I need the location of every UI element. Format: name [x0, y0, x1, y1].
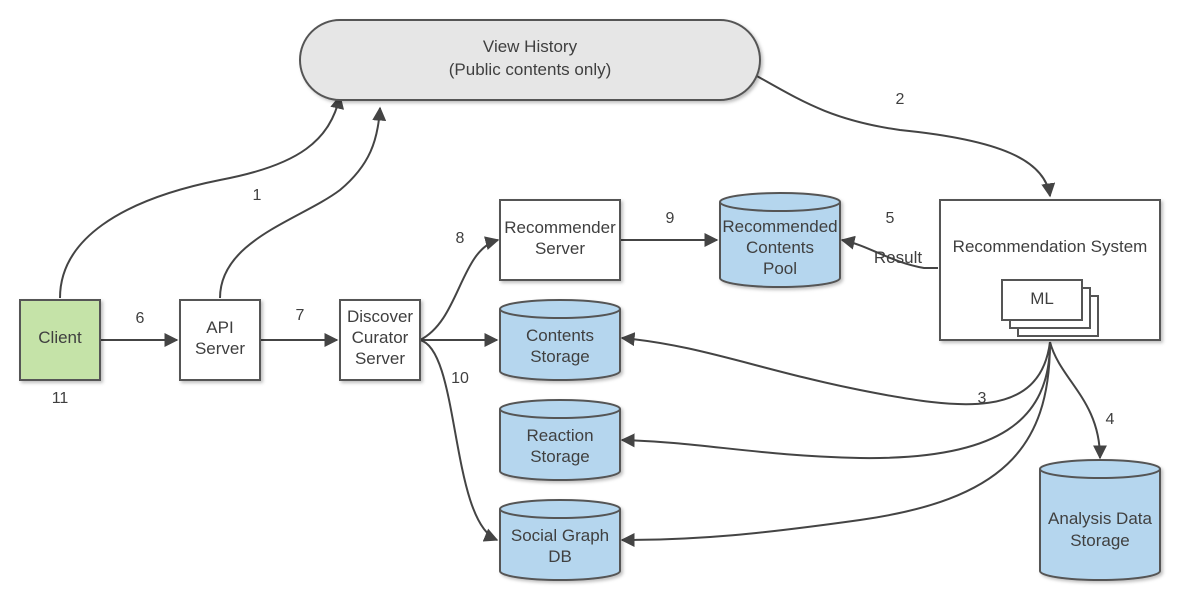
edge-label-8: 8 — [456, 230, 465, 247]
edge-discover-to-recommender — [419, 236, 500, 341]
social-graph-node: Social Graph DB — [499, 499, 621, 581]
recsys-label: Recommendation System — [953, 237, 1148, 256]
edge-recsys-to-socialgraph — [620, 341, 1051, 547]
edges — [59, 74, 1107, 547]
contents-storage-node: Contents Storage — [499, 299, 621, 381]
edge-label-6: 6 — [136, 310, 145, 327]
recommended-pool-node: Recommended Contents Pool — [719, 192, 841, 288]
analysis-line1: Analysis Data — [1048, 509, 1152, 528]
recommender-server-node: Recommender Server — [499, 199, 621, 281]
contents-line1: Contents — [526, 326, 594, 345]
edge-label-2: 2 — [896, 91, 905, 108]
client-label: Client — [38, 328, 82, 347]
reaction-line2: Storage — [530, 447, 590, 466]
edge-recsys-to-contents — [620, 332, 1051, 406]
edge-history-to-recsys — [754, 74, 1056, 198]
api-server-line1: API — [206, 318, 233, 337]
edge-label-7: 7 — [296, 307, 305, 324]
pool-line3: Pool — [763, 259, 797, 278]
recommender-line2: Server — [535, 239, 585, 258]
edge-label-9: 9 — [666, 210, 675, 227]
edge-label-4: 4 — [1106, 411, 1115, 428]
edge-label-3: 3 — [978, 390, 987, 407]
edge-label-1: 1 — [253, 187, 262, 204]
edge-label-10: 10 — [451, 370, 469, 387]
view-history-title: View History — [483, 37, 578, 56]
edge-client-to-history — [59, 94, 345, 299]
edge-discover-to-socialgraph — [419, 339, 499, 542]
discover-line3: Server — [355, 349, 405, 368]
contents-line2: Storage — [530, 347, 590, 366]
edge-label-5: 5 — [886, 210, 895, 227]
social-graph-line1: Social Graph — [511, 526, 609, 545]
edge-labels: 1 2 3 4 5 Result 6 7 8 9 10 — [136, 91, 1115, 428]
discover-line2: Curator — [352, 328, 409, 347]
edge-label-result: Result — [874, 248, 922, 267]
ml-label: ML — [1030, 289, 1054, 308]
client-step-number: 11 — [52, 390, 69, 407]
client-node: Client 11 — [19, 299, 101, 407]
edge-recsys-to-analysis — [1049, 341, 1107, 460]
reaction-line1: Reaction — [526, 426, 593, 445]
recommender-line1: Recommender — [504, 218, 616, 237]
api-server-line2: Server — [195, 339, 245, 358]
social-graph-line2: DB — [548, 547, 572, 566]
edge-api-to-history — [219, 106, 387, 299]
view-history-subtitle: (Public contents only) — [449, 60, 612, 79]
view-history-node: View History (Public contents only) — [299, 19, 761, 101]
edge-recsys-to-pool — [840, 235, 938, 269]
discover-line1: Discover — [347, 307, 413, 326]
recommendation-system-node: Recommendation System ML — [939, 199, 1161, 341]
api-server-node: API Server — [179, 299, 261, 381]
discover-curator-node: Discover Curator Server — [339, 299, 421, 381]
pool-line2: Contents — [746, 238, 814, 257]
analysis-line2: Storage — [1070, 531, 1130, 550]
reaction-storage-node: Reaction Storage — [499, 399, 621, 481]
edge-recsys-to-reaction — [620, 341, 1051, 460]
pool-line1: Recommended — [722, 217, 837, 236]
analysis-storage-node: Analysis Data Storage — [1039, 459, 1161, 581]
ml-stack: ML — [1001, 279, 1099, 337]
